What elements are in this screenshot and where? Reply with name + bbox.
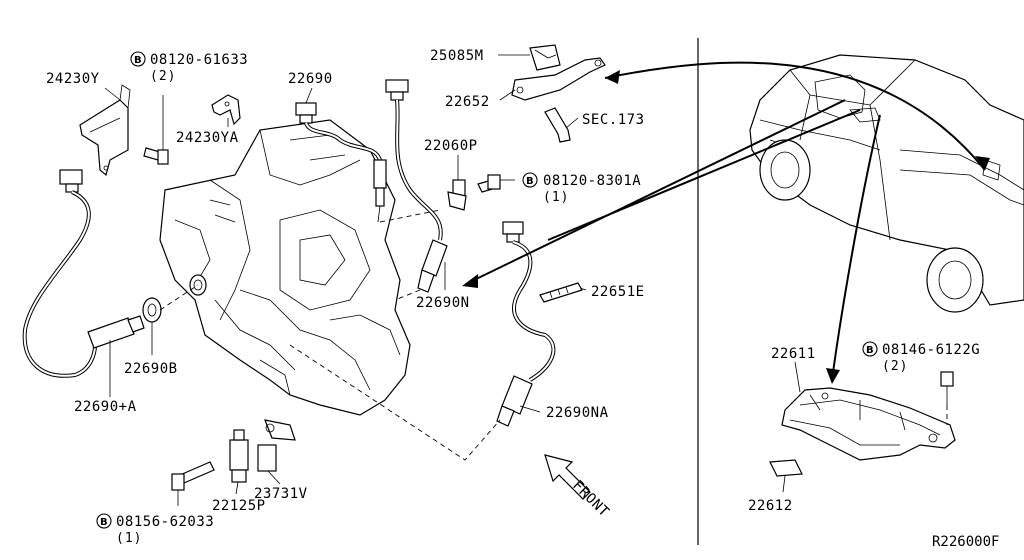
sensor-22690N: [385, 79, 448, 293]
bolt-symbol-4: B: [866, 345, 874, 356]
sensor-22690: [295, 102, 387, 223]
bracket-24230YA: [211, 94, 241, 126]
washer-22690B: [142, 297, 162, 323]
label-22690B: 22690B: [124, 361, 178, 377]
qty-08120-8301A: (1): [543, 190, 569, 205]
label-22690NA: 22690NA: [546, 405, 609, 421]
truck-illustration: [749, 54, 1024, 313]
label-22612: 22612: [748, 498, 793, 514]
bolt-symbol-circle: [96, 513, 112, 529]
part-22612: [769, 459, 803, 477]
label-22690N: 22690N: [416, 295, 470, 311]
hose-sec173: [544, 107, 571, 143]
bolt-08120-8301A: [477, 174, 501, 193]
qty-08146-6122G: (2): [882, 359, 908, 374]
label-22690: 22690: [288, 71, 333, 87]
bolt-symbol-circle: [130, 51, 146, 67]
label-sec173: SEC.173: [582, 112, 645, 128]
reference-code: R226000F: [932, 534, 999, 550]
bolt-08156-62033: [171, 461, 215, 491]
bracket-22652: [511, 57, 606, 101]
sensor-22690NA: [496, 221, 556, 427]
engine-block: [159, 119, 411, 416]
clip-22651E: [539, 282, 583, 303]
sensor-22690A: [22, 169, 145, 378]
label-24230YA: 24230YA: [176, 130, 239, 146]
sensor-23731V: [257, 419, 296, 472]
bracket-22611: [781, 387, 956, 461]
bolt-symbol-3: B: [100, 517, 108, 528]
bracket-24230Y: [79, 84, 131, 177]
bolt-symbol-circle: [862, 341, 878, 357]
label-22651E: 22651E: [591, 284, 645, 300]
label-22652: 22652: [445, 94, 490, 110]
label-22611: 22611: [771, 346, 816, 362]
front-arrow: [544, 454, 591, 500]
connector-25085M: [529, 44, 561, 71]
bolt-symbol-2: B: [526, 176, 534, 187]
bolt-symbol-1: B: [134, 55, 142, 66]
label-08146-6122G: 08146-6122G: [882, 342, 980, 358]
qty-08120-61633: (2): [150, 69, 176, 84]
reference-arrows: [462, 61, 990, 384]
label-08120-8301A: 08120-8301A: [543, 173, 641, 189]
label-24230Y: 24230Y: [46, 71, 100, 87]
bolt-symbol-circle: [522, 172, 538, 188]
connector-22060P: [447, 179, 467, 211]
dashed-leaders: [159, 209, 501, 461]
label-08156-62033: 08156-62033: [116, 514, 214, 530]
bolt-08146-6122G: [940, 371, 954, 425]
bolt-08120-61633: [143, 95, 169, 165]
label-25085M: 25085M: [430, 48, 484, 64]
label-22060P: 22060P: [424, 138, 478, 154]
front-label: FRONT: [569, 478, 612, 521]
label-08120-61633: 08120-61633: [150, 52, 248, 68]
qty-08156-62033: (1): [116, 531, 142, 546]
sensor-22125P: [229, 429, 249, 483]
label-leaders: [104, 54, 801, 506]
label-22690A: 22690+A: [74, 399, 137, 415]
label-23731V: 23731V: [254, 486, 308, 502]
label-22125P: 22125P: [212, 498, 266, 514]
